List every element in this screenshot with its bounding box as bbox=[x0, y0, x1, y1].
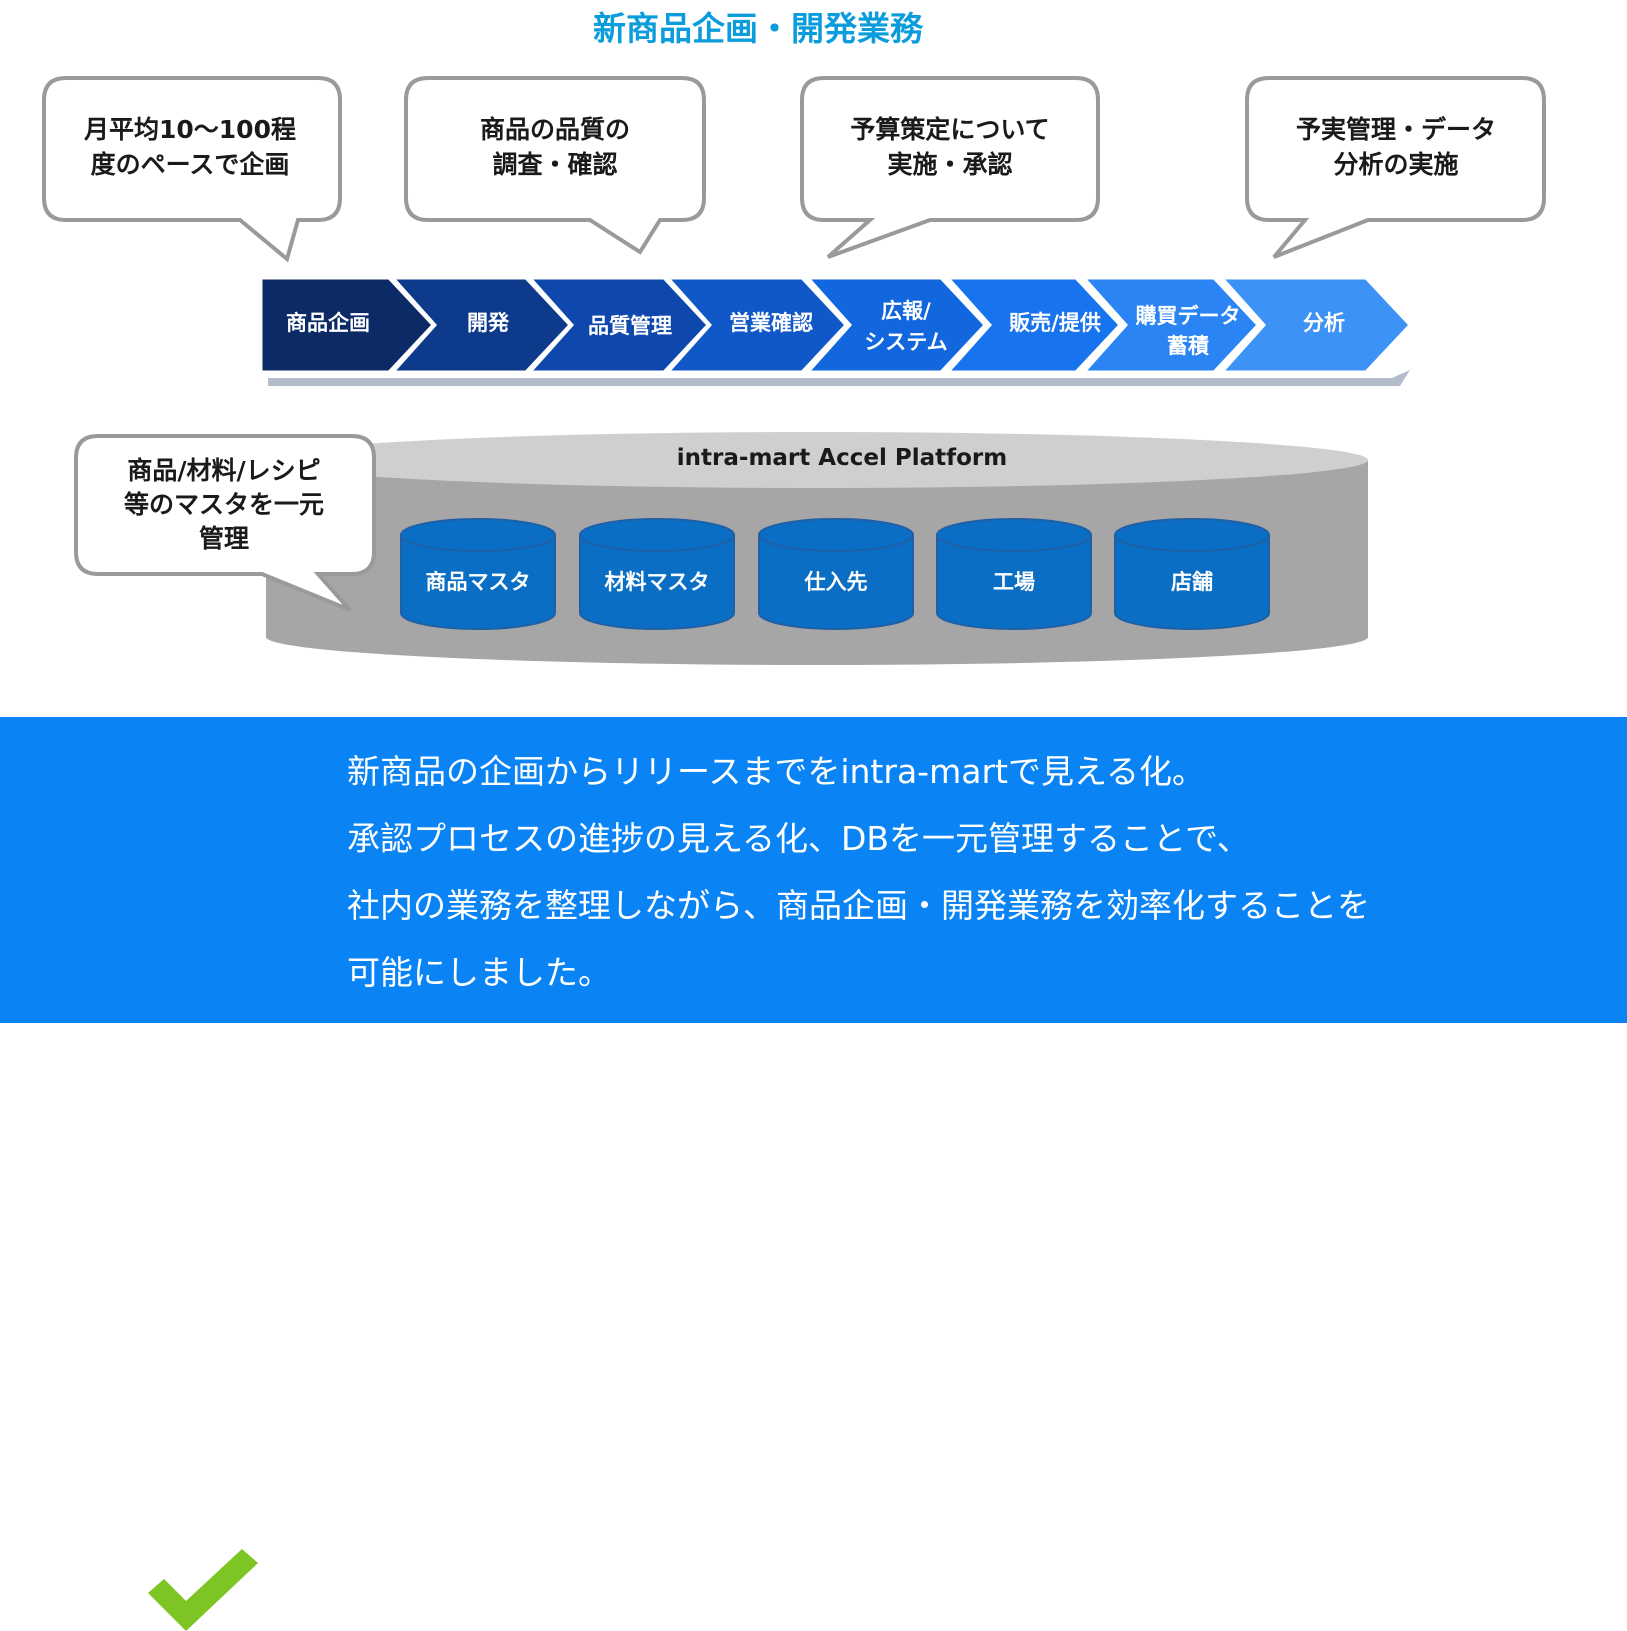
bubble-text-line: 予算策定について bbox=[850, 115, 1049, 144]
summary-line: 新商品の企画からリリースまでをintra-martで見える化。 bbox=[347, 752, 1205, 791]
bubble-text-line: 管理 bbox=[199, 524, 249, 553]
database-cylinder bbox=[579, 518, 735, 630]
platform-label: intra-mart Accel Platform bbox=[677, 445, 1007, 471]
db-label: 仕入先 bbox=[804, 570, 868, 594]
speech-bubble-quality: 商品の品質の 調査・確認 bbox=[404, 76, 706, 255]
step-label: 品質管理 bbox=[588, 314, 672, 338]
database-body bbox=[758, 534, 914, 630]
database-top bbox=[936, 518, 1092, 552]
step-label: 広報/ bbox=[881, 299, 931, 323]
bubble-text-line: 予実管理・データ bbox=[1296, 115, 1496, 144]
bubble-shape bbox=[74, 434, 376, 612]
platform-cylinder: intra-mart Accel Platform 商品マスタ 材料マスタ 仕入… bbox=[266, 432, 1368, 665]
step-labels: 商品企画 開発 品質管理 営業確認 広報/ システム 販売/提供 購買データ 蓄… bbox=[286, 299, 1345, 358]
bubble-shape bbox=[404, 76, 706, 255]
speech-bubble-master: 商品/材料/レシピ 等のマスタを一元 管理 bbox=[74, 434, 376, 612]
db-label: 材料マスタ bbox=[605, 570, 710, 594]
step-label: システム bbox=[864, 330, 947, 354]
speech-bubble-planning: 月平均10～100程 度のペースで企画 bbox=[42, 76, 342, 263]
bubble-text-line: 商品/材料/レシピ bbox=[127, 456, 320, 485]
speech-bubble-budget: 予算策定について 実施・承認 bbox=[800, 76, 1100, 259]
bubble-text-line: 等のマスタを一元 bbox=[124, 490, 324, 519]
database-top bbox=[1114, 518, 1270, 552]
bubble-text-line: 分析の実施 bbox=[1333, 150, 1458, 179]
database-labels: 商品マスタ 材料マスタ 仕入先 工場 店舗 bbox=[426, 570, 1214, 594]
step-label: 蓄積 bbox=[1167, 334, 1210, 358]
process-diagram: 新商品企画・開発業務 月平均10～100程 度のペースで企画 商品の品質の 調査… bbox=[42, 9, 1546, 665]
summary-line: 承認プロセスの進捗の見える化、DBを一元管理することで、 bbox=[347, 819, 1250, 858]
flow-shadow bbox=[268, 370, 1410, 386]
database-cylinder bbox=[400, 518, 556, 630]
summary-band bbox=[0, 717, 1627, 1631]
database-body bbox=[579, 534, 735, 630]
database-cylinders bbox=[400, 518, 1270, 630]
bubble-shape bbox=[800, 76, 1100, 259]
summary-text: 新商品の企画からリリースまでをintra-martで見える化。 承認プロセスの進… bbox=[347, 738, 1587, 1006]
database-top bbox=[579, 518, 735, 552]
summary-line: 可能にしました。 bbox=[347, 953, 611, 992]
bubble-text-line: 度のペースで企画 bbox=[91, 150, 290, 179]
process-step-chevron bbox=[1080, 276, 1261, 374]
bubble-text-line: 調査・確認 bbox=[492, 150, 617, 179]
database-cylinder bbox=[758, 518, 914, 630]
database-body bbox=[936, 534, 1092, 630]
db-label: 店舗 bbox=[1171, 570, 1213, 594]
speech-bubbles: 月平均10～100程 度のペースで企画 商品の品質の 調査・確認 予算策定につい… bbox=[42, 76, 1546, 263]
database-cylinder bbox=[936, 518, 1092, 630]
diagram-canvas: 新商品企画・開発業務 月平均10～100程 度のペースで企画 商品の品質の 調査… bbox=[0, 9, 1627, 1631]
database-body bbox=[400, 534, 556, 630]
database-top bbox=[758, 518, 914, 552]
db-label: 工場 bbox=[993, 570, 1035, 594]
process-step-chevron bbox=[1218, 276, 1413, 374]
step-shapes bbox=[259, 276, 1413, 374]
database-body bbox=[1114, 534, 1270, 630]
step-label: 商品企画 bbox=[286, 311, 370, 335]
platform-top bbox=[266, 432, 1368, 488]
db-label: 商品マスタ bbox=[426, 570, 531, 594]
step-label: 営業確認 bbox=[729, 311, 813, 335]
diagram-title: 新商品企画・開発業務 bbox=[593, 9, 924, 48]
process-step-chevron bbox=[526, 276, 711, 374]
process-step-chevron bbox=[944, 276, 1123, 374]
bubble-text-line: 商品の品質の bbox=[480, 115, 630, 144]
process-step-chevron bbox=[259, 276, 436, 374]
bubble-text-line: 実施・承認 bbox=[887, 150, 1012, 179]
process-step-chevron bbox=[389, 276, 573, 374]
database-cylinder bbox=[1114, 518, 1270, 630]
speech-bubble-analysis: 予実管理・データ 分析の実施 bbox=[1245, 76, 1546, 259]
step-label: 購買データ bbox=[1135, 304, 1241, 328]
summary-line: 社内の業務を整理しながら、商品企画・開発業務を効率化することを bbox=[347, 886, 1370, 925]
process-flow: 商品企画 開発 品質管理 営業確認 広報/ システム 販売/提供 購買データ 蓄… bbox=[259, 276, 1413, 386]
step-label: 販売/提供 bbox=[1009, 311, 1101, 335]
checkmark-icon bbox=[148, 1549, 258, 1631]
bubble-shape bbox=[42, 76, 342, 263]
step-label: 分析 bbox=[1303, 311, 1345, 335]
database-top bbox=[400, 518, 556, 552]
bubble-shape bbox=[1245, 76, 1546, 259]
bubble-text-line: 月平均10～100程 bbox=[83, 115, 296, 144]
process-step-chevron bbox=[664, 276, 849, 374]
step-label: 開発 bbox=[467, 311, 510, 335]
process-step-chevron bbox=[804, 276, 988, 374]
